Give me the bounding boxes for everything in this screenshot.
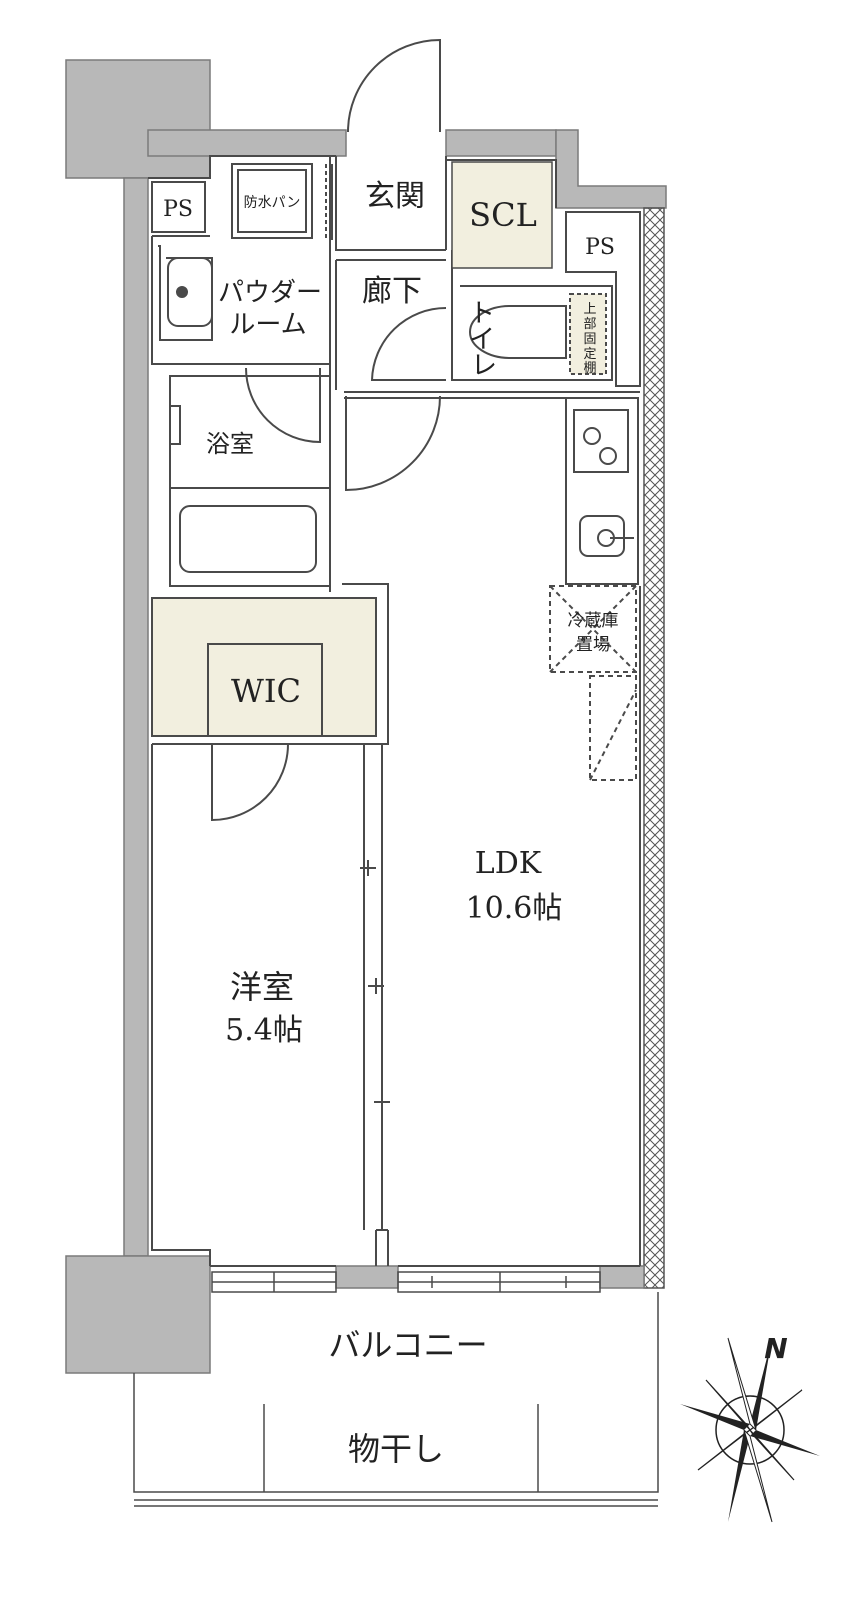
interior-walls <box>148 155 641 1267</box>
balcony-label: バルコニー <box>328 1326 487 1364</box>
western-room-label-2: 5.4帖 <box>225 1013 303 1048</box>
pipe-space-2-label: PS <box>585 235 615 260</box>
wall-top-2 <box>445 129 557 157</box>
ldk-door <box>345 395 441 492</box>
waterproof-pan-label: 防水パン <box>244 195 301 211</box>
ldk-label-2: 10.6帖 <box>466 891 563 926</box>
fridge-label-1: 冷蔵庫 <box>568 611 619 631</box>
balcony-windows <box>211 1271 601 1293</box>
shelf-label-3: 固 <box>583 332 596 347</box>
wall-top-1 <box>147 129 347 157</box>
drying-area-label: 物干し <box>348 1430 444 1468</box>
wall-top-step <box>555 129 667 209</box>
doors <box>211 38 447 822</box>
toilet-label-3: レ <box>471 351 497 381</box>
pipe-space-1-label: PS <box>163 197 193 222</box>
outer-walls <box>65 59 667 1374</box>
wic-label: WIC <box>231 672 301 710</box>
hallway-label: 廊下 <box>362 274 422 309</box>
fridge-label-2: 置場 <box>576 635 610 655</box>
compass-rose-icon <box>680 1337 820 1523</box>
shoe-closet <box>451 161 553 269</box>
shelf-label-1: 上 <box>583 302 596 317</box>
room-labels: 玄関 SCL PS PS 防水パン パウダー ルーム 廊下 ト イ レ 上 部 … <box>163 179 618 1468</box>
entrance-door <box>347 38 441 133</box>
wall-left <box>123 177 149 1257</box>
shelf-label-5: 棚 <box>583 361 596 376</box>
powder-room-door <box>245 367 321 444</box>
shelf-label-2: 部 <box>583 317 596 332</box>
shelf-label-4: 定 <box>583 347 596 362</box>
shoe-closet-label: SCL <box>469 196 537 234</box>
bathroom-label: 浴室 <box>206 430 254 458</box>
wall-right <box>643 207 665 1289</box>
balcony <box>133 1292 659 1507</box>
powder-room-label-2: ルーム <box>229 310 306 340</box>
wall-bottom-mid <box>335 1265 399 1289</box>
ldk-label-1: LDK <box>475 846 542 881</box>
western-room-label-1: 洋室 <box>230 968 294 1006</box>
entrance-label: 玄関 <box>365 179 425 214</box>
wall-bottom-right <box>599 1265 645 1289</box>
compass-north-label: N <box>764 1332 787 1365</box>
wic-door <box>211 743 289 822</box>
column-top-left <box>65 59 211 179</box>
powder-room-label-1: パウダー <box>218 278 322 308</box>
toilet-label-1: ト <box>469 299 495 329</box>
hallway-door <box>370 307 447 381</box>
toilet-label-2: イ <box>469 325 495 355</box>
column-bottom-left <box>65 1255 211 1374</box>
